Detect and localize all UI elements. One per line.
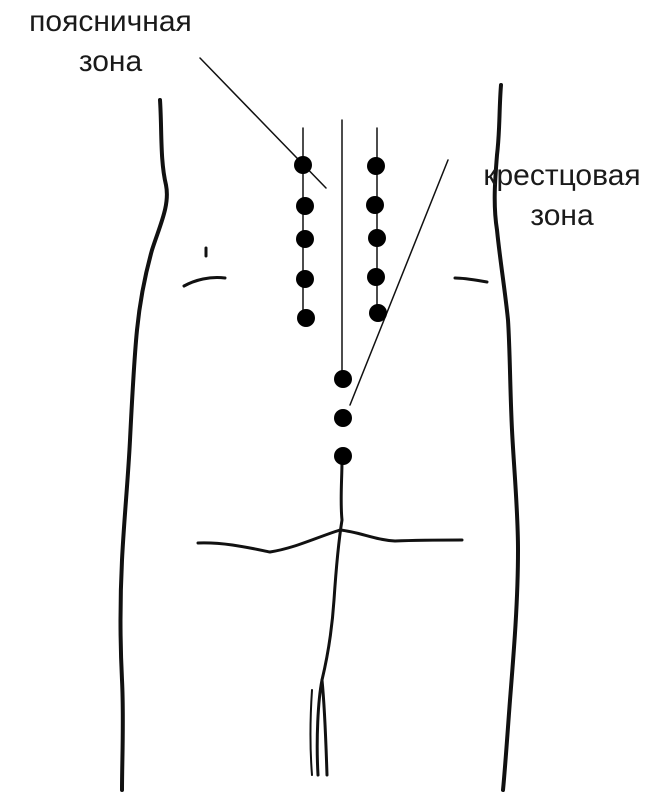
sacral-zone-label-line1: крестцовая	[458, 156, 666, 196]
sacral-leader-line	[350, 160, 448, 405]
lumbar-point-left-1	[294, 156, 312, 174]
sacral-zone-label: крестцовая зона	[458, 156, 666, 236]
left-waist-mark	[184, 277, 225, 286]
sacral-point-1	[334, 370, 352, 388]
gluteal-cleft-line	[317, 460, 342, 775]
buttock-crease	[198, 530, 462, 552]
gluteal-cleft-line-2	[322, 680, 327, 775]
lumbar-point-left-2	[296, 197, 314, 215]
left-body-contour	[121, 100, 167, 790]
lumbar-point-right-4	[367, 268, 385, 286]
lumbar-point-right-1	[367, 157, 385, 175]
lumbar-point-left-5	[297, 309, 315, 327]
lumbar-point-right-3	[368, 229, 386, 247]
lumbar-point-right-2	[366, 196, 384, 214]
sacral-point-2	[334, 409, 352, 427]
gluteal-cleft-line-3	[311, 690, 313, 775]
right-waist-mark	[455, 278, 487, 282]
lumbar-point-left-4	[296, 270, 314, 288]
sacral-point-3	[334, 447, 352, 465]
lumbar-zone-label-line2: зона	[8, 42, 213, 82]
lumbar-point-left-3	[296, 230, 314, 248]
sacral-zone-label-line2: зона	[458, 196, 666, 236]
lumbar-zone-label-line1: поясничная	[8, 2, 213, 42]
lumbar-zone-label: поясничная зона	[8, 2, 213, 82]
lumbar-point-right-5	[369, 304, 387, 322]
